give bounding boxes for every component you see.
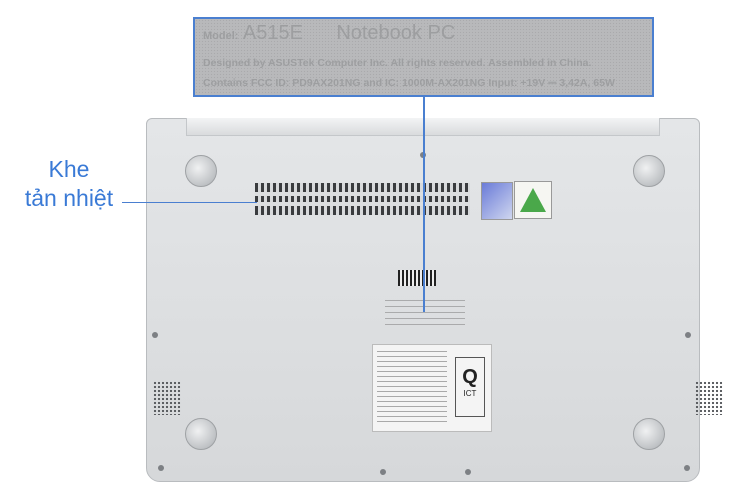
screw xyxy=(465,469,471,475)
barcode xyxy=(398,270,436,286)
screw xyxy=(684,465,690,471)
energy-sticker xyxy=(514,181,552,219)
screw xyxy=(158,465,164,471)
sticker-text xyxy=(377,351,447,425)
callout-line2: tản nhiệt xyxy=(24,185,114,211)
model-line: Model: A515E Notebook PC xyxy=(203,22,455,45)
rubber-foot xyxy=(185,155,217,187)
callout-line-vent xyxy=(122,202,257,203)
speaker-grill-right xyxy=(695,381,723,415)
screw xyxy=(685,332,691,338)
model-prefix: Model: xyxy=(203,30,239,42)
intel-sticker xyxy=(481,182,513,220)
speaker-grill-left xyxy=(153,381,181,415)
label-zoom-callout: Model: A515E Notebook PC Designed by ASU… xyxy=(193,17,654,97)
rubber-foot xyxy=(185,418,217,450)
rubber-foot xyxy=(633,418,665,450)
ict-text: ICT xyxy=(463,389,477,398)
label-line-2: Contains FCC ID: PD9AX201NG and IC: 1000… xyxy=(203,77,615,89)
callout-line1: Khe xyxy=(48,156,90,182)
vent-callout-label: Khe tản nhiệt xyxy=(14,155,124,213)
regulatory-print xyxy=(385,300,465,328)
screw xyxy=(380,469,386,475)
screw xyxy=(152,332,158,338)
rubber-foot xyxy=(633,155,665,187)
callout-line-label xyxy=(423,97,425,312)
label-line-1: Designed by ASUSTek Computer Inc. All ri… xyxy=(203,57,592,69)
product-name: Notebook PC xyxy=(336,22,456,44)
cooling-vent xyxy=(255,183,470,215)
model-number: A515E xyxy=(242,22,303,44)
